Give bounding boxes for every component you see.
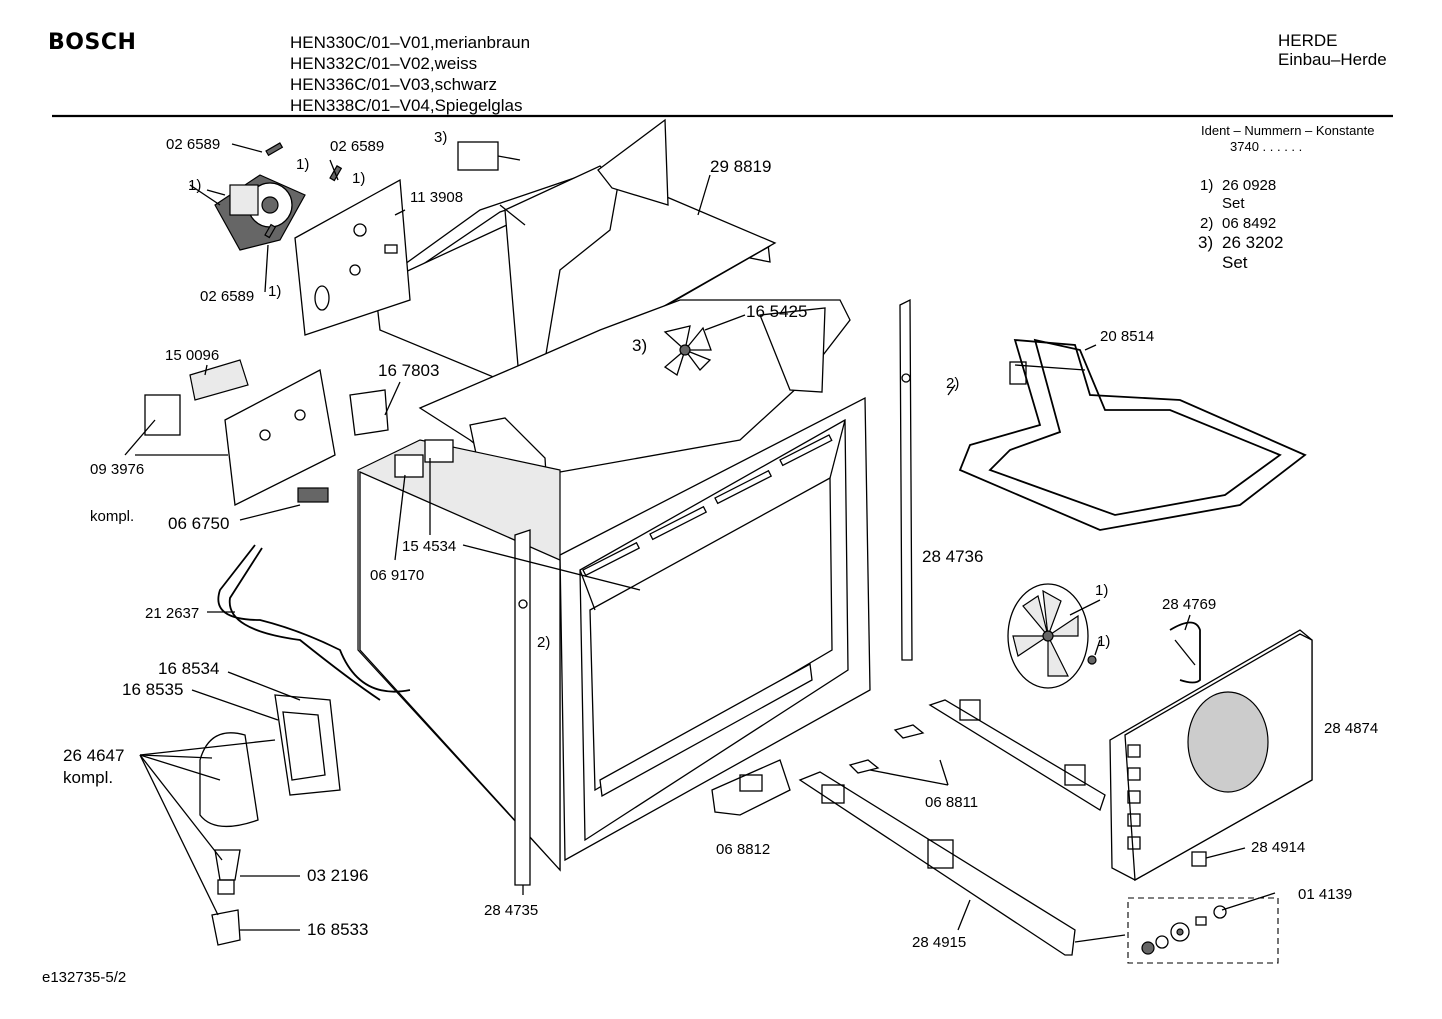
- fan-cover: [1109, 629, 1313, 882]
- ring-heater: [1169, 621, 1201, 684]
- brand-logo: BOSCH: [48, 30, 137, 55]
- part-label: 1): [352, 170, 366, 187]
- part-label: 28 4736: [922, 547, 984, 566]
- part-label: 06 8812: [716, 841, 771, 858]
- fan-blade: [663, 325, 712, 377]
- part-label: 16 5425: [746, 302, 808, 321]
- ident-value: 3740 . . . . . .: [1230, 139, 1303, 154]
- part-label: 01 4139: [1298, 886, 1353, 903]
- part-label: 11 3908: [410, 189, 464, 206]
- model-line: HEN332C/01–V02,weiss: [290, 54, 478, 73]
- part-label: 1): [1095, 582, 1109, 599]
- telescopic-rail-lower: [798, 771, 1076, 956]
- note-extra: Set: [1222, 253, 1248, 272]
- model-line: HEN330C/01–V01,merianbraun: [290, 33, 531, 52]
- bracket: [711, 759, 791, 816]
- leader-lines: [124, 143, 1276, 943]
- oven-cavity: [357, 396, 871, 872]
- note-number: 26 3202: [1222, 233, 1284, 252]
- convection-fan: [1007, 583, 1097, 689]
- part-label: 28 4914: [1251, 839, 1306, 856]
- part-label: 1): [1097, 633, 1111, 650]
- part-label: 16 7803: [378, 361, 440, 380]
- small-motor-part: [457, 141, 521, 171]
- model-line: HEN336C/01–V03,schwarz: [290, 75, 497, 94]
- part-label: 1): [268, 283, 282, 300]
- hardware-parts: [1141, 851, 1227, 955]
- part-label: 2): [537, 634, 551, 651]
- part-label: kompl.: [90, 508, 135, 525]
- note-label: 3): [1198, 233, 1214, 252]
- part-label: 1): [188, 177, 202, 194]
- part-label: 28 4874: [1324, 720, 1379, 737]
- part-label: 3): [632, 336, 648, 355]
- note-number: 26 0928: [1222, 177, 1277, 194]
- part-label: 02 6589: [330, 138, 385, 155]
- part-label: 20 8514: [1100, 328, 1155, 345]
- part-label: 03 2196: [307, 866, 369, 885]
- part-label: 16 8533: [307, 920, 369, 939]
- part-label: 06 6750: [168, 514, 230, 533]
- part-label: 1): [296, 156, 310, 173]
- thermostats: [394, 439, 454, 478]
- part-label: 15 0096: [165, 347, 220, 364]
- right-side-rail: [899, 298, 913, 661]
- part-label: 26 4647: [63, 746, 125, 765]
- part-label: 28 4915: [912, 934, 967, 951]
- part-label: 29 8819: [710, 157, 772, 176]
- ident-title: Ident – Nummern – Konstante: [1201, 123, 1375, 138]
- part-label: 15 4534: [402, 538, 457, 555]
- category-label: HERDE: [1278, 31, 1338, 50]
- fan-motor-assembly: [189, 174, 306, 251]
- note-number: 06 8492: [1222, 215, 1277, 232]
- part-label: 09 3976: [90, 461, 145, 478]
- mounting-plate: [294, 178, 411, 336]
- left-side-rail: [514, 529, 531, 886]
- part-label: 28 4735: [484, 902, 539, 919]
- part-label: 02 6589: [200, 288, 255, 305]
- subcategory-label: Einbau–Herde: [1278, 50, 1387, 69]
- part-label: 06 9170: [370, 567, 425, 584]
- switch-block: [144, 359, 389, 506]
- rail-clips: [848, 724, 925, 774]
- part-label: kompl.: [63, 768, 114, 787]
- hardware-set-box: [1127, 897, 1279, 964]
- drawing-id: e132735-5/2: [42, 969, 127, 986]
- part-label: 16 8535: [122, 680, 184, 699]
- note-extra: Set: [1222, 195, 1245, 212]
- model-line: HEN338C/01–V04,Spiegelglas: [290, 96, 523, 115]
- part-label: 06 8811: [925, 794, 979, 811]
- part-label: 28 4769: [1162, 596, 1217, 613]
- part-label: 16 8534: [158, 659, 220, 678]
- part-label: 02 6589: [166, 136, 221, 153]
- telescopic-rail-upper: [928, 699, 1106, 811]
- note-label: 1): [1200, 177, 1214, 194]
- note-label: 2): [1200, 215, 1214, 232]
- part-label: 2): [946, 375, 960, 392]
- grill-element: [958, 338, 1307, 531]
- part-label: 21 2637: [145, 605, 200, 622]
- lamp-assembly: [199, 694, 341, 946]
- part-label: 3): [434, 129, 448, 146]
